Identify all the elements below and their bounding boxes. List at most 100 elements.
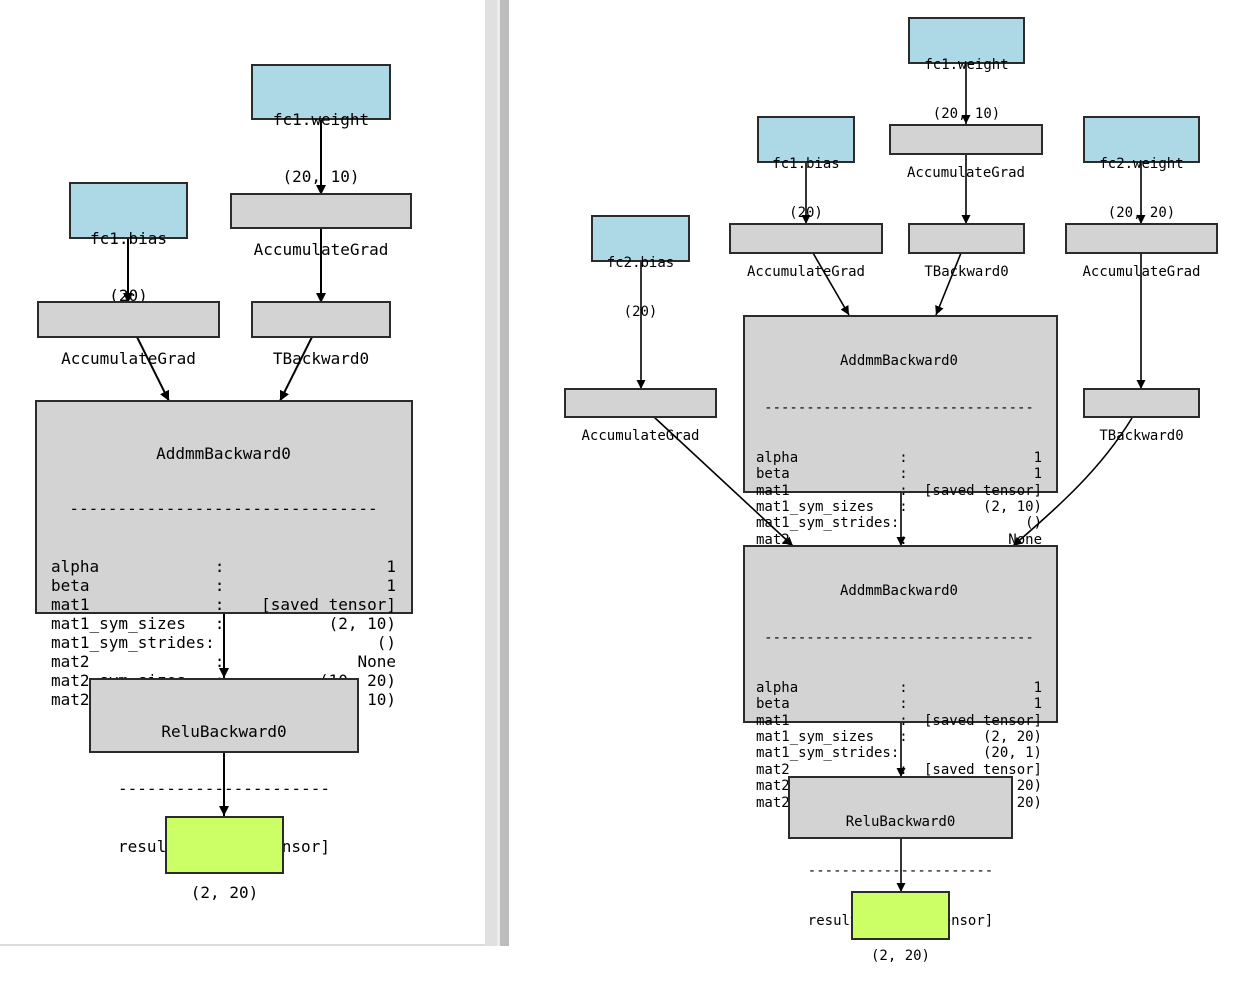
attribute-colon: : — [890, 515, 900, 532]
attribute-key: alpha — [756, 679, 799, 696]
attribute-value: (2, 20) — [982, 729, 1042, 746]
node-separator: -------------------------------- — [69, 499, 378, 518]
attribute-value: () — [1025, 515, 1042, 532]
attribute-key: mat1_sym_sizes — [756, 499, 875, 516]
panel-bottom-border — [0, 944, 485, 946]
node-title: ReluBackward0 — [161, 722, 287, 741]
attribute-row: beta :1 — [51, 576, 396, 595]
attribute-value: 1 — [386, 576, 396, 595]
attribute-value: [saved tensor] — [261, 595, 396, 614]
attribute-value: 1 — [1033, 466, 1042, 483]
node-title: ReluBackward0 — [845, 813, 956, 830]
attribute-key: mat1_sym_sizes — [756, 729, 875, 746]
node-separator: -------------------------------- — [764, 630, 1034, 647]
splitter-handle[interactable] — [500, 0, 509, 946]
node-title: AccumulateGrad — [1082, 263, 1201, 280]
attribute-key: beta — [756, 466, 790, 483]
node-title: TBackward0 — [924, 263, 1009, 280]
node-accumulate-grad-weight[interactable]: AccumulateGrad — [230, 193, 412, 259]
node-title: AccumulateGrad — [906, 164, 1025, 181]
attribute-key: mat1_sym_strides — [51, 633, 206, 652]
attribute-value: [saved tensor] — [923, 761, 1042, 778]
node-tbackward-fc1[interactable]: TBackward0 — [908, 223, 1025, 280]
attribute-colon: : — [185, 614, 225, 633]
splitter-highlight — [497, 0, 500, 946]
node-shape: (20, 10) — [932, 106, 1001, 123]
panel-splitter[interactable] — [485, 0, 509, 946]
attribute-value: (2, 10) — [328, 614, 396, 633]
attribute-value: (20, 1) — [982, 745, 1042, 762]
node-accumulate-grad-fc1-weight[interactable]: AccumulateGrad — [889, 124, 1043, 181]
attribute-key: beta — [756, 696, 790, 713]
node-relu-backward[interactable]: ReluBackward0 ---------------------- res… — [89, 678, 359, 856]
node-fc2-bias[interactable]: fc2.bias (20) — [591, 215, 690, 320]
attribute-colon: : — [205, 633, 215, 652]
attribute-colon: : — [789, 466, 908, 483]
attribute-value: [saved tensor] — [923, 482, 1042, 499]
attribute-row: mat2 :[saved tensor] — [756, 762, 1042, 778]
attribute-colon: : — [89, 652, 225, 671]
attribute-colon: : — [874, 729, 908, 746]
node-title: AccumulateGrad — [581, 427, 700, 444]
node-fc2-weight[interactable]: fc2.weight (20, 20) — [1083, 116, 1200, 221]
node-addmm-backward-1[interactable]: AddmmBackward0 -------------------------… — [743, 315, 1058, 581]
attribute-row: mat1_sym_sizes : (2, 10) — [756, 499, 1042, 515]
node-tbackward[interactable]: TBackward0 — [251, 301, 391, 368]
node-title: AccumulateGrad — [61, 349, 196, 368]
attribute-key: mat1 — [51, 595, 90, 614]
node-addmm-backward-2[interactable]: AddmmBackward0 -------------------------… — [743, 545, 1058, 811]
attribute-row: mat1_sym_sizes :(2, 10) — [51, 614, 396, 633]
node-shape: (20) — [109, 286, 148, 305]
node-shape: (2, 20) — [870, 947, 930, 964]
node-addmm-backward[interactable]: AddmmBackward0 -------------------------… — [35, 400, 413, 709]
node-separator: ---------------------- — [807, 863, 994, 880]
node-shape: (20) — [789, 205, 823, 222]
node-separator: -------------------------------- — [764, 400, 1034, 417]
attribute-row: mat1_sym_strides: () — [51, 633, 396, 652]
node-shape: (2, 20) — [190, 883, 259, 902]
attribute-colon: : — [789, 712, 908, 729]
node-separator: ---------------------- — [118, 779, 330, 798]
attribute-key: mat1 — [756, 482, 790, 499]
attribute-row: beta :1 — [756, 696, 1042, 712]
node-shape: (20) — [623, 304, 658, 321]
attribute-row: mat1_sym_strides:() — [756, 515, 1042, 531]
node-output-tensor[interactable]: (2, 20) — [165, 816, 284, 902]
attribute-value: [saved tensor] — [923, 712, 1042, 729]
splitter-track — [485, 0, 497, 946]
attribute-colon: : — [789, 482, 908, 499]
attribute-value: 1 — [1033, 696, 1042, 713]
node-title: AddmmBackward0 — [839, 352, 958, 369]
attribute-value: (2, 10) — [982, 499, 1042, 516]
node-accumulate-grad-fc1-bias[interactable]: AccumulateGrad — [729, 223, 883, 280]
node-fc1-weight[interactable]: fc1.weight (20, 10) — [251, 64, 391, 186]
attribute-value: () — [376, 633, 396, 652]
node-tbackward-fc2[interactable]: TBackward0 — [1083, 388, 1200, 444]
node-accumulate-grad-bias[interactable]: AccumulateGrad — [37, 301, 220, 368]
attribute-colon: : — [789, 761, 908, 778]
attribute-row: mat1 : [saved tensor] — [51, 595, 396, 614]
attribute-value: None — [1008, 531, 1042, 548]
node-relu-backward[interactable]: ReluBackward0 ---------------------- res… — [788, 776, 1013, 929]
node-accumulate-grad-fc2-bias[interactable]: AccumulateGrad — [564, 388, 717, 444]
attribute-colon: : — [89, 576, 225, 595]
attribute-colon: : — [874, 499, 908, 516]
attribute-row: mat1 : [saved tensor] — [756, 483, 1042, 499]
node-shape: (20, 20) — [1107, 205, 1176, 222]
node-accumulate-grad-fc2-weight[interactable]: AccumulateGrad — [1065, 223, 1218, 280]
node-name: fc1.weight — [272, 110, 370, 129]
node-fc1-bias[interactable]: fc1.bias (20) — [757, 116, 855, 221]
attribute-value: None — [357, 652, 396, 671]
attribute-row: alpha :1 — [756, 450, 1042, 466]
attribute-value: 1 — [386, 557, 396, 576]
node-fc1-weight[interactable]: fc1.weight (20, 10) — [908, 17, 1025, 122]
node-name: fc1.bias — [772, 155, 840, 172]
attribute-colon: : — [89, 595, 225, 614]
node-name: fc2.bias — [606, 254, 675, 271]
node-title: AddmmBackward0 — [156, 444, 291, 463]
node-output-tensor[interactable]: (2, 20) — [851, 891, 950, 964]
node-title: AccumulateGrad — [746, 263, 865, 280]
attribute-row: mat2 :None — [756, 532, 1042, 548]
node-fc1-bias[interactable]: fc1.bias (20) — [69, 182, 188, 305]
